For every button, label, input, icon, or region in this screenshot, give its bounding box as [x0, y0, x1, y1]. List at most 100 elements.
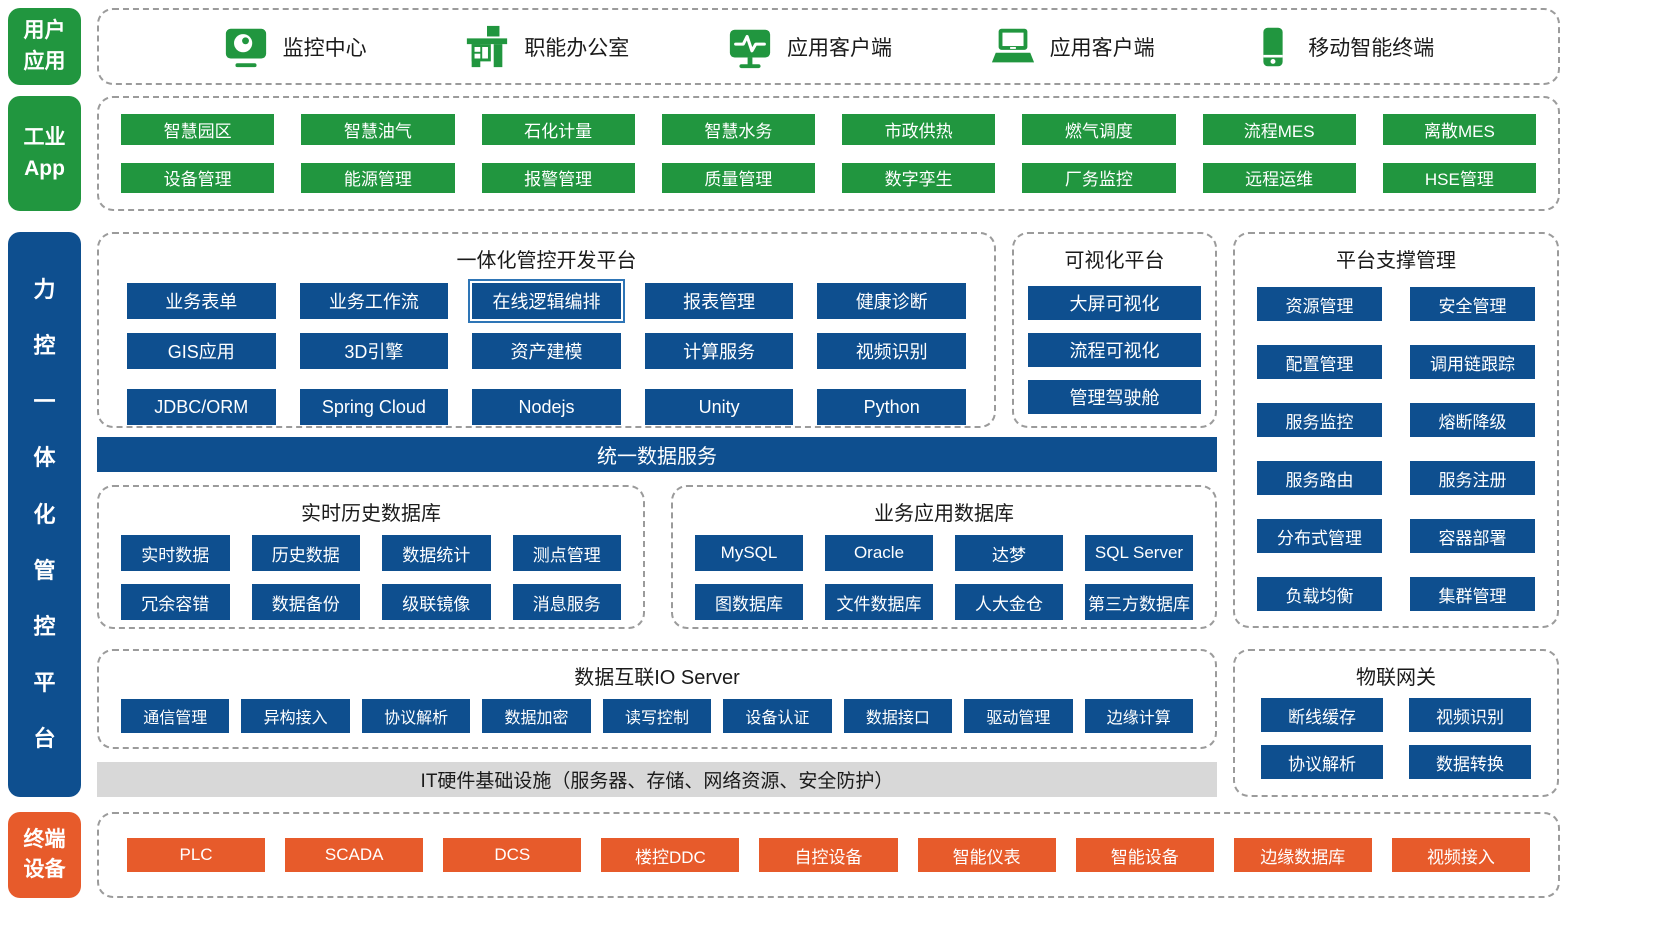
dev-jdbc-orm-button[interactable]: JDBC/ORM: [127, 389, 276, 425]
dev-asset-modeling-button[interactable]: 资产建模: [472, 333, 621, 369]
io-data-encryption-button[interactable]: 数据加密: [482, 699, 591, 733]
bizdb-kingbase-button[interactable]: 人大金仓: [955, 584, 1063, 620]
dev-computing-service-button[interactable]: 计算服务: [644, 333, 794, 369]
iot-protocol-parse-button[interactable]: 协议解析: [1261, 745, 1383, 779]
term-smart-instrument-button[interactable]: 智能仪表: [917, 838, 1056, 872]
dev-spring-cloud-button[interactable]: Spring Cloud: [299, 389, 449, 425]
app-remote-ops-button[interactable]: 远程运维: [1202, 162, 1356, 193]
term-scada-button[interactable]: SCADA: [285, 838, 424, 872]
term-ddc-button[interactable]: 楼控DDC: [601, 838, 740, 872]
app-petrochemical-metering-button[interactable]: 石化计量: [481, 114, 635, 145]
rtdb-message-service-button[interactable]: 消息服务: [512, 584, 621, 620]
term-dcs-button[interactable]: DCS: [443, 838, 582, 872]
dev-business-form-button[interactable]: 业务表单: [127, 283, 276, 319]
app-smart-oilgas-button[interactable]: 智慧油气: [301, 114, 455, 145]
bizdb-sqlserver-button[interactable]: SQL Server: [1085, 535, 1193, 571]
rtdb-history-data-button[interactable]: 历史数据: [251, 535, 360, 571]
sup-distributed-mgmt-button[interactable]: 分布式管理: [1257, 519, 1382, 553]
io-edge-computing-button[interactable]: 边缘计算: [1084, 699, 1193, 733]
it-infrastructure-label: IT硬件基础设施（服务器、存储、网络资源、安全防护）: [420, 771, 894, 792]
user-item-app-client-laptop[interactable]: 应用客户端: [990, 24, 1155, 70]
sup-call-chain-tracing-button[interactable]: 调用链跟踪: [1410, 345, 1535, 379]
io-read-write-control-button[interactable]: 读写控制: [602, 699, 712, 733]
sup-circuit-breaker-button[interactable]: 熔断降级: [1410, 403, 1535, 437]
app-digital-twin-button[interactable]: 数字孪生: [842, 162, 996, 193]
dev-gis-app-button[interactable]: GIS应用: [127, 333, 276, 369]
dev-business-workflow-button[interactable]: 业务工作流: [299, 283, 449, 319]
rtdb-realtime-data-button[interactable]: 实时数据: [121, 535, 230, 571]
app-plant-monitoring-button[interactable]: 厂务监控: [1022, 162, 1176, 193]
io-protocol-parse-button[interactable]: 协议解析: [361, 699, 471, 733]
term-plc-button[interactable]: PLC: [127, 838, 266, 872]
sup-cluster-mgmt-button[interactable]: 集群管理: [1410, 577, 1535, 611]
sup-security-mgmt-button[interactable]: 安全管理: [1410, 287, 1535, 321]
rail-industrial-app: 工业 App: [8, 96, 81, 211]
vis-process-visualization-button[interactable]: 流程可视化: [1028, 333, 1201, 367]
support-platform-title: 平台支撑管理: [1336, 250, 1456, 272]
user-item-office[interactable]: 职能办公室: [464, 24, 629, 70]
app-municipal-heating-button[interactable]: 市政供热: [842, 114, 996, 145]
rtdb-cascade-mirror-button[interactable]: 级联镜像: [382, 584, 491, 620]
vis-management-cockpit-button[interactable]: 管理驾驶舱: [1028, 380, 1201, 414]
iot-offline-cache-button[interactable]: 断线缓存: [1261, 698, 1383, 732]
iot-data-conversion-button[interactable]: 数据转换: [1409, 745, 1531, 779]
app-smart-water-button[interactable]: 智慧水务: [661, 114, 815, 145]
term-video-access-button[interactable]: 视频接入: [1391, 838, 1530, 872]
sup-service-routing-button[interactable]: 服务路由: [1257, 461, 1382, 495]
app-hse-mgmt-button[interactable]: HSE管理: [1382, 162, 1536, 193]
terminal-devices-row: 终端 设备 PLC SCADA DCS 楼控DDC 自控设备 智能仪表 智能设备…: [8, 812, 1560, 898]
term-edge-database-button[interactable]: 边缘数据库: [1233, 838, 1372, 872]
dev-unity-button[interactable]: Unity: [644, 389, 794, 425]
rail-user-line2: 应用: [23, 49, 66, 73]
bizdb-file-db-button[interactable]: 文件数据库: [825, 584, 933, 620]
laptop-icon: [990, 24, 1036, 70]
bizdb-oracle-button[interactable]: Oracle: [825, 535, 933, 571]
bizdb-thirdparty-db-button[interactable]: 第三方数据库: [1085, 584, 1193, 620]
rtdb-data-statistics-button[interactable]: 数据统计: [382, 535, 491, 571]
rtdb-redundancy-button[interactable]: 冗余容错: [121, 584, 230, 620]
dev-online-logic-orchestration-button[interactable]: 在线逻辑编排: [472, 283, 621, 319]
bizdb-mysql-button[interactable]: MySQL: [695, 535, 803, 571]
dev-python-button[interactable]: Python: [817, 389, 966, 425]
io-driver-mgmt-button[interactable]: 驱动管理: [964, 699, 1073, 733]
app-smart-park-button[interactable]: 智慧园区: [121, 114, 275, 145]
sup-container-deploy-button[interactable]: 容器部署: [1410, 519, 1535, 553]
sup-config-mgmt-button[interactable]: 配置管理: [1257, 345, 1382, 379]
iot-video-recognition-button[interactable]: 视频识别: [1409, 698, 1531, 732]
rail-platform-char: 力: [33, 277, 56, 303]
dev-nodejs-button[interactable]: Nodejs: [472, 389, 621, 425]
unified-data-service-label: 统一数据服务: [597, 446, 717, 468]
user-item-app-client-desktop[interactable]: 应用客户端: [727, 24, 892, 70]
user-item-mobile-terminal[interactable]: 移动智能终端: [1252, 24, 1434, 70]
bizdb-dameng-button[interactable]: 达梦: [955, 535, 1063, 571]
io-data-interface-button[interactable]: 数据接口: [843, 699, 953, 733]
bizdb-graph-db-button[interactable]: 图数据库: [695, 584, 803, 620]
sup-service-registry-button[interactable]: 服务注册: [1410, 461, 1535, 495]
dev-3d-engine-button[interactable]: 3D引擎: [299, 333, 449, 369]
app-quality-mgmt-button[interactable]: 质量管理: [661, 162, 815, 193]
dev-video-recognition-button[interactable]: 视频识别: [817, 333, 966, 369]
app-discrete-mes-button[interactable]: 离散MES: [1382, 114, 1536, 145]
sup-service-monitoring-button[interactable]: 服务监控: [1257, 403, 1382, 437]
rtdb-tag-mgmt-button[interactable]: 测点管理: [512, 535, 621, 571]
io-comm-mgmt-button[interactable]: 通信管理: [121, 699, 230, 733]
iot-gateway-panel: 物联网关 断线缓存 视频识别 协议解析 数据转换: [1233, 649, 1559, 797]
io-device-auth-button[interactable]: 设备认证: [723, 699, 832, 733]
app-process-mes-button[interactable]: 流程MES: [1202, 114, 1356, 145]
sup-resource-mgmt-button[interactable]: 资源管理: [1257, 287, 1382, 321]
sup-load-balancing-button[interactable]: 负载均衡: [1257, 577, 1382, 611]
app-equipment-mgmt-button[interactable]: 设备管理: [121, 162, 275, 193]
vis-big-screen-button[interactable]: 大屏可视化: [1028, 286, 1201, 320]
io-heterogeneous-access-button[interactable]: 异构接入: [241, 699, 350, 733]
term-smart-device-button[interactable]: 智能设备: [1075, 838, 1214, 872]
dev-report-mgmt-button[interactable]: 报表管理: [644, 283, 794, 319]
rtdb-data-backup-button[interactable]: 数据备份: [251, 584, 360, 620]
rail-industrial-line2: App: [24, 156, 65, 180]
dev-health-diagnosis-button[interactable]: 健康诊断: [817, 283, 966, 319]
support-platform-panel: 平台支撑管理 资源管理 安全管理 配置管理 调用链跟踪 服务监控 熔断降级 服务…: [1233, 232, 1559, 628]
app-gas-dispatch-button[interactable]: 燃气调度: [1022, 114, 1176, 145]
user-item-monitor-center[interactable]: 监控中心: [223, 24, 367, 70]
term-auto-control-device-button[interactable]: 自控设备: [759, 838, 898, 872]
app-alarm-mgmt-button[interactable]: 报警管理: [481, 162, 635, 193]
app-energy-mgmt-button[interactable]: 能源管理: [301, 162, 455, 193]
